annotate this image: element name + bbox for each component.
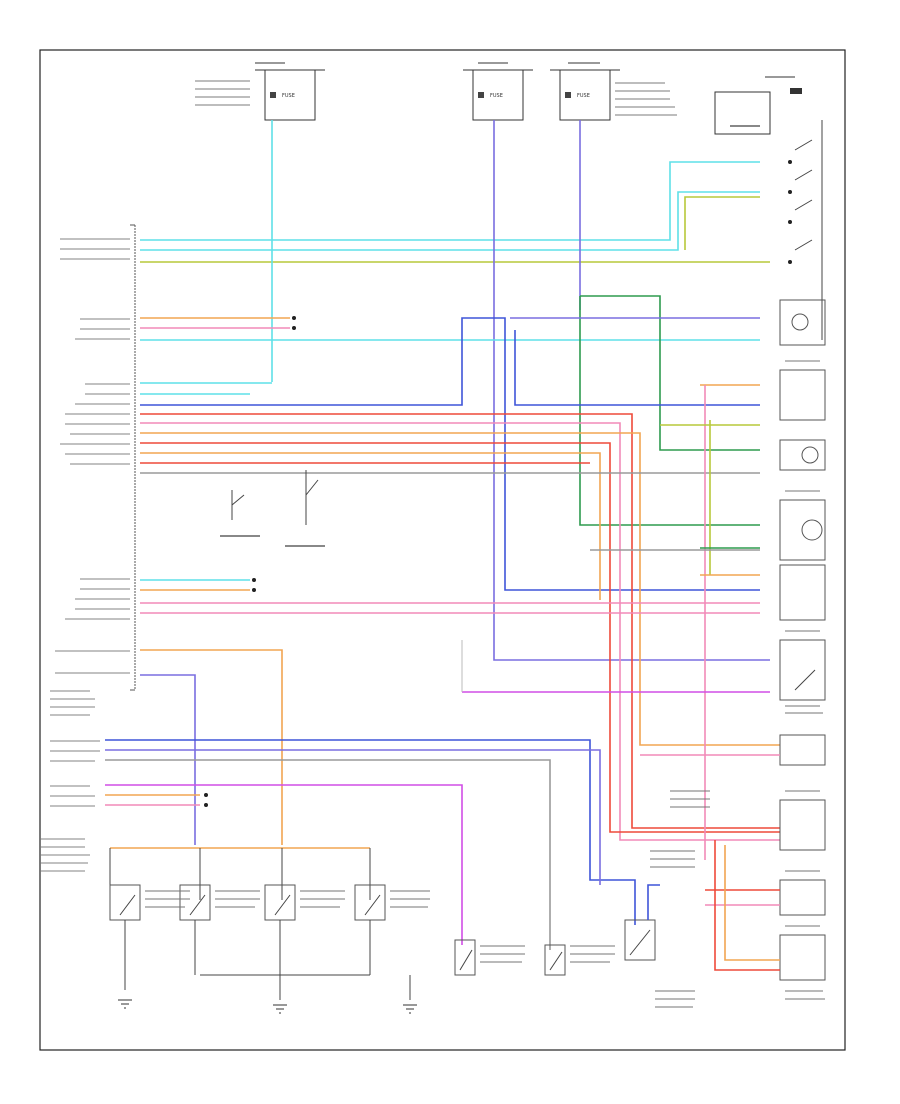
svg-text:FUSE: FUSE [490,93,503,99]
wire-pink-2 [140,422,780,841]
lower-module-labels [40,690,100,872]
fuse-box-left: FUSE [195,62,325,121]
wire-gray-3 [105,759,551,950]
wire-orange-3 [140,452,601,600]
wire-lt-green-1 [140,161,760,241]
lower-center-switches [454,919,695,1008]
wire-green-1 [580,295,760,451]
wire-red-5 [714,840,780,971]
wire-green-2 [579,296,760,526]
wire-blue-vertical [493,120,770,661]
wire-yellow-green-2 [684,196,760,250]
top-right-relay [714,76,802,135]
wire-blue-4 [647,884,660,920]
wire-blue-3 [105,739,636,925]
wire-red-2 [140,442,780,833]
wire-red-1 [140,413,780,829]
fuse-box-right: FUSE [550,62,677,121]
svg-text:FUSE: FUSE [282,93,295,99]
wire-orange-6 [140,649,283,845]
wire-lt-green-2 [140,191,760,251]
wire-blue-loop [140,317,760,591]
door-lock-switches [109,884,430,1000]
wire-blue-2 [514,330,760,406]
right-side-switch-stack [779,120,826,346]
door-ajar-switches [220,470,325,547]
wire-purple-3 [105,749,601,885]
wire-violet-2 [105,784,463,945]
wire-orange-8 [724,845,780,961]
wire-purple-2 [140,674,196,845]
right-side-components [650,360,826,1000]
fuse-box-center: FUSE [463,62,533,121]
ground-symbols [118,999,417,1014]
generic-electronic-module [55,224,136,691]
diagram-frame [39,49,846,1051]
svg-text:FUSE: FUSE [577,93,590,99]
wire-orange-2 [140,432,780,746]
